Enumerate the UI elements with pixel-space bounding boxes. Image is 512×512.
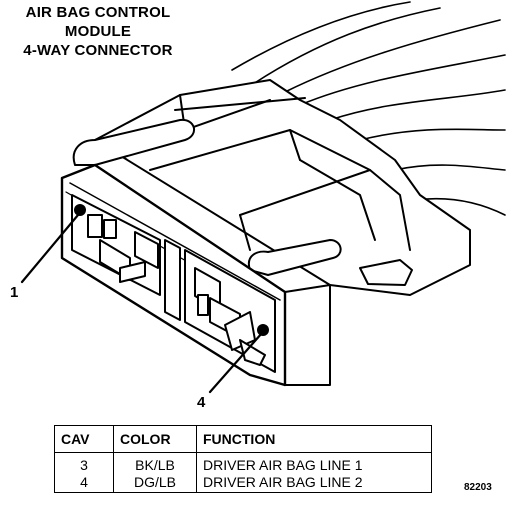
cell-cav: 3 bbox=[54, 452, 114, 473]
title-line-3: 4-WAY CONNECTOR bbox=[23, 42, 173, 59]
latch-tab bbox=[359, 259, 413, 286]
terminal-cavity-1 bbox=[74, 204, 86, 216]
table-row: 3 BK/LB DRIVER AIR BAG LINE 1 bbox=[54, 452, 432, 473]
cell-function: DRIVER AIR BAG LINE 1 bbox=[196, 452, 432, 473]
leader-cavity-4 bbox=[208, 331, 264, 394]
callout-cavity-4: 4 bbox=[197, 394, 206, 411]
table-row: 4 DG/LB DRIVER AIR BAG LINE 2 bbox=[54, 473, 432, 493]
figure-code: 82203 bbox=[464, 482, 492, 493]
cell-function: DRIVER AIR BAG LINE 2 bbox=[196, 473, 432, 493]
callout-cavity-1: 1 bbox=[10, 284, 19, 301]
title-line-1: AIR BAG CONTROL bbox=[25, 4, 171, 21]
terminal-cavity-4 bbox=[257, 324, 269, 336]
header-function: FUNCTION bbox=[196, 425, 432, 453]
header-color: COLOR bbox=[113, 425, 197, 453]
cell-cav: 4 bbox=[54, 473, 114, 493]
cavity-table: CAV COLOR FUNCTION 3 BK/LB DRIVER AIR BA… bbox=[54, 425, 432, 493]
diagram-title: AIR BAG CONTROL MODULE 4-WAY CONNECTOR bbox=[0, 3, 196, 60]
header-cav: CAV bbox=[54, 425, 114, 453]
leader-cavity-1 bbox=[20, 213, 80, 284]
wire-bundle bbox=[231, 1, 506, 216]
cell-color: BK/LB bbox=[113, 452, 197, 473]
table-header-row: CAV COLOR FUNCTION bbox=[54, 425, 432, 453]
cell-color: DG/LB bbox=[113, 473, 197, 493]
title-line-2: MODULE bbox=[64, 23, 132, 40]
